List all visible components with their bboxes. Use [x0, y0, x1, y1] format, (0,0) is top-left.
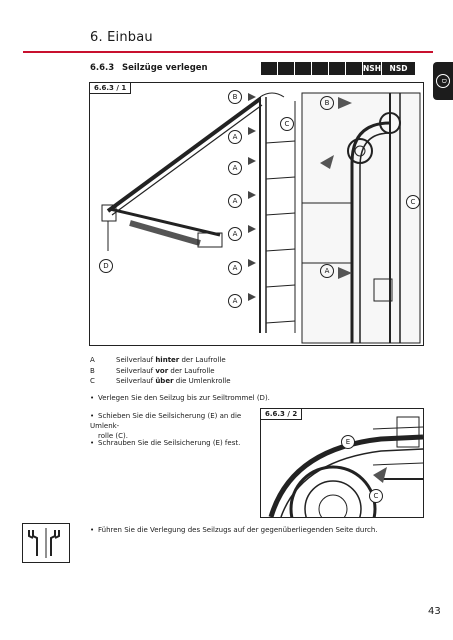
legend-row: A Seilverlauf hinter der Laufrolle	[90, 355, 231, 366]
chapter-heading: 6. Einbau	[90, 30, 153, 45]
figure-2-drawing	[268, 416, 423, 517]
figure-2: 6.6.3 / 2 E C	[260, 408, 424, 518]
callout-c-fig2: C	[369, 489, 383, 503]
section-number: 6.6.3	[90, 63, 115, 73]
step-4: •Führen Sie die Verlegung des Seilzugs a…	[90, 526, 378, 534]
language-tab[interactable]: D	[433, 62, 453, 100]
legend-text: Seilverlauf vor der Laufrolle	[116, 366, 215, 375]
callout-c-right: C	[406, 195, 420, 209]
language-code: D	[436, 74, 450, 88]
figure-1: 6.6.3 / 1 B A A A A A A C D B C A	[89, 82, 424, 346]
model-cell	[346, 62, 363, 75]
callout-a-2: A	[228, 161, 242, 175]
figure-1-label: 6.6.3 / 1	[90, 83, 132, 94]
callout-a-6: A	[228, 294, 242, 308]
legend: A Seilverlauf hinter der Laufrolle B Sei…	[90, 355, 231, 387]
callout-a-5: A	[228, 261, 242, 275]
model-cell	[278, 62, 295, 75]
step-1: •Verlegen Sie den Seilzug bis zur Seiltr…	[90, 394, 270, 402]
legend-row: B Seilverlauf vor der Laufrolle	[90, 366, 231, 377]
callout-a-4: A	[228, 227, 242, 241]
callout-a-3: A	[228, 194, 242, 208]
model-cell	[261, 62, 278, 75]
model-cell	[329, 62, 346, 75]
callout-b-left: B	[228, 90, 242, 104]
model-cell	[295, 62, 312, 75]
wrench-icon	[22, 523, 70, 563]
legend-text: Seilverlauf hinter der Laufrolle	[116, 356, 226, 364]
figure-2-label: 6.6.3 / 2	[261, 409, 303, 420]
callout-b-right: B	[320, 96, 334, 110]
callout-a-right: A	[320, 264, 334, 278]
step-2: •Schieben Sie die Seilsicherung (E) an d…	[90, 412, 242, 440]
legend-key: A	[90, 356, 95, 364]
model-cell-nsd: NSD	[389, 64, 408, 73]
figure-1-drawing	[101, 92, 421, 344]
legend-key: C	[90, 377, 95, 385]
legend-key: B	[90, 366, 95, 375]
section-title: Seilzüge verlegen	[122, 63, 208, 73]
header-rule	[23, 51, 433, 53]
callout-c-left: C	[280, 117, 294, 131]
step-3: •Schrauben Sie die Seilsicherung (E) fes…	[90, 439, 241, 447]
callout-a-1: A	[228, 130, 242, 144]
callout-e: E	[341, 435, 355, 449]
model-cell-nsh: NSH	[363, 62, 382, 75]
legend-text: Seilverlauf über die Umlenkrolle	[116, 377, 231, 385]
legend-row: C Seilverlauf über die Umlenkrolle	[90, 376, 231, 387]
model-cell	[312, 62, 329, 75]
callout-d: D	[99, 259, 113, 273]
model-bar: NSH NSD	[261, 62, 415, 75]
page-number: 43	[428, 606, 441, 617]
